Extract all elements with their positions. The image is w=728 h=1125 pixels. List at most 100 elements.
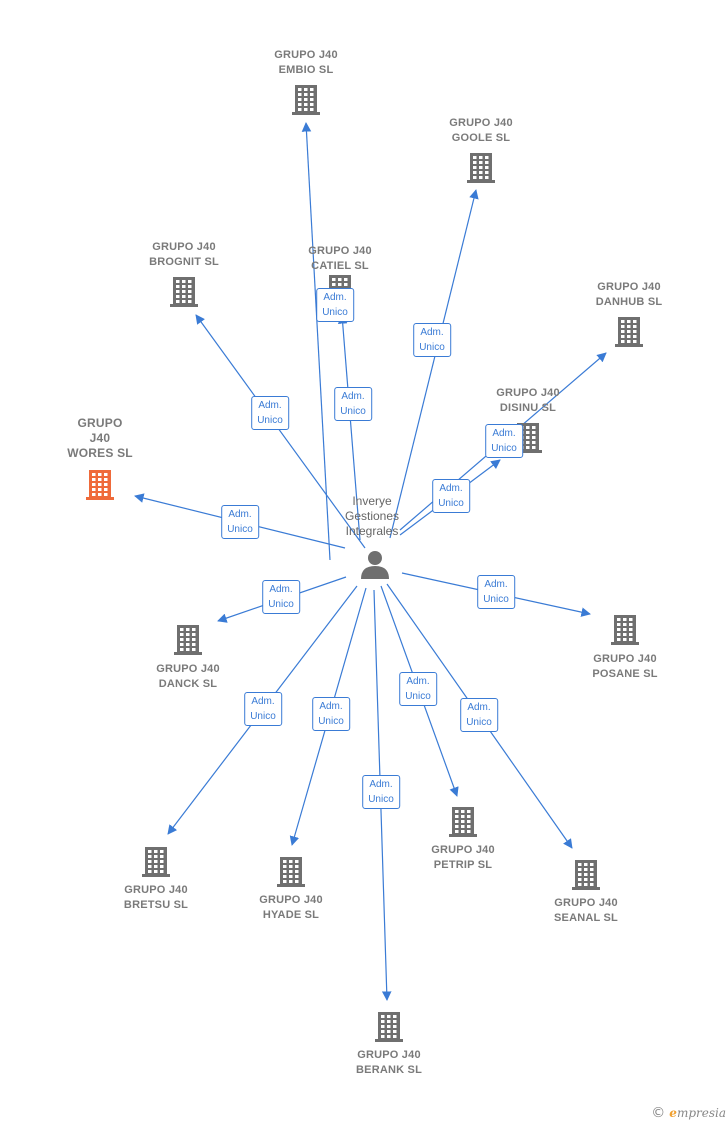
relation-label-line: Adm. — [251, 696, 275, 707]
relation-badge-wores[interactable]: Adm. Unico — [221, 505, 259, 539]
company-label-line: CATIEL SL — [311, 260, 369, 272]
building-icon — [375, 1012, 403, 1042]
building-icon — [292, 85, 320, 115]
copyright-icon: © — [651, 1105, 666, 1121]
relation-badge-bretsu[interactable]: Adm. Unico — [244, 692, 282, 726]
relation-badge-disinu[interactable]: Adm. Unico — [432, 479, 470, 513]
relation-label-line: Unico — [227, 524, 253, 535]
relation-badge-brognit[interactable]: Adm. Unico — [251, 396, 289, 430]
relation-label-line: Unico — [419, 342, 445, 353]
relation-badge-hyade[interactable]: Adm. Unico — [312, 697, 350, 731]
relation-label-line: Adm. — [319, 701, 343, 712]
person-label-line: Inverye — [352, 494, 392, 508]
relation-label-line: Unico — [483, 594, 509, 605]
company-label-line: GRUPO J40 — [156, 663, 220, 675]
company-label-line: DANCK SL — [158, 678, 218, 690]
person-label-line: Gestiones — [344, 509, 400, 523]
relation-label-line: Adm. — [369, 779, 393, 790]
company-label-line: GRUPO J40 — [152, 241, 216, 253]
company-label-line: EMBIO SL — [278, 64, 334, 76]
company-label-line: GRUPO J40 — [357, 1049, 421, 1061]
company-label-line: BROGNIT SL — [149, 256, 219, 268]
company-label-line: GRUPO J40 — [449, 117, 513, 129]
relation-label-line: Adm. — [492, 428, 516, 439]
company-label-line: GRUPO J40 — [593, 653, 657, 665]
building-icon — [174, 625, 202, 655]
relation-badge-petrip[interactable]: Adm. Unico — [399, 672, 437, 706]
company-label-line: HYADE SL — [262, 909, 320, 921]
company-label-line: GRUPO J40 — [431, 844, 495, 856]
relation-label-line: Unico — [368, 794, 394, 805]
building-icon — [572, 860, 600, 890]
company-label-line: GRUPO J40 — [496, 387, 560, 399]
company-label-line: WORES SL — [67, 446, 133, 460]
relation-label-line: Unico — [438, 498, 464, 509]
company-label-line: BERANK SL — [356, 1064, 422, 1076]
relation-label-line: Unico — [322, 307, 348, 318]
relation-label-line: Adm. — [228, 509, 252, 520]
building-icon — [467, 153, 495, 183]
watermark: ©empresia — [651, 1105, 726, 1121]
company-label-line: DANHUB SL — [595, 296, 663, 308]
relation-label-line: Unico — [491, 443, 517, 454]
brand-initial: e — [669, 1106, 677, 1120]
person-label-line: Integrales — [345, 524, 399, 538]
building-icon — [142, 847, 170, 877]
relation-label-line: Adm. — [467, 702, 491, 713]
relation-badge-berank[interactable]: Adm. Unico — [362, 775, 400, 809]
company-label-line: J40 — [89, 431, 111, 445]
edge-embio — [301, 122, 331, 561]
relation-badge-danck[interactable]: Adm. Unico — [262, 580, 300, 614]
company-label-line: GOOLE SL — [451, 132, 511, 144]
building-icon — [615, 317, 643, 347]
company-label-line: GRUPO J40 — [124, 884, 188, 896]
relation-label-line: Adm. — [258, 400, 282, 411]
relation-label-line: Unico — [268, 599, 294, 610]
relation-label-line: Unico — [318, 716, 344, 727]
company-label-line: POSANE SL — [592, 668, 658, 680]
relation-badge-catiel[interactable]: Adm. Unico — [334, 387, 372, 421]
company-label-line: DISINU SL — [499, 402, 557, 414]
relation-label-line: Adm. — [484, 579, 508, 590]
building-icon — [170, 277, 198, 307]
relation-label-line: Adm. — [269, 584, 293, 595]
relation-badge-posane[interactable]: Adm. Unico — [477, 575, 515, 609]
brand-name: mpresia — [676, 1106, 726, 1120]
relation-label-line: Adm. — [323, 292, 347, 303]
relation-badge-danhub[interactable]: Adm. Unico — [485, 424, 523, 458]
edge-brognit — [195, 314, 366, 549]
relation-label-line: Unico — [257, 415, 283, 426]
company-label-line: GRUPO J40 — [274, 49, 338, 61]
relation-badge-goole[interactable]: Adm.Unico — [413, 323, 451, 357]
relation-badge-seanal[interactable]: Adm.Unico — [460, 698, 498, 732]
relation-label-line: Adm. — [406, 676, 430, 687]
company-label-line: GRUPO J40 — [597, 281, 661, 293]
relation-badge-embio[interactable]: Adm. Unico — [316, 288, 354, 322]
person-icon — [361, 551, 389, 579]
relation-label-line: Unico — [405, 691, 431, 702]
relation-label-line: Unico — [340, 406, 366, 417]
relation-label-line: Unico — [250, 711, 276, 722]
building-icon — [611, 615, 639, 645]
company-label-line: SEANAL SL — [554, 912, 618, 924]
relation-label-line: Adm. — [439, 483, 463, 494]
company-label-line: BRETSU SL — [123, 899, 189, 911]
building-icon — [449, 807, 477, 837]
company-label-line: GRUPO J40 — [308, 245, 372, 257]
building-icon — [86, 470, 114, 500]
edge-catiel — [337, 314, 361, 541]
relation-label-line: Adm. — [341, 391, 365, 402]
